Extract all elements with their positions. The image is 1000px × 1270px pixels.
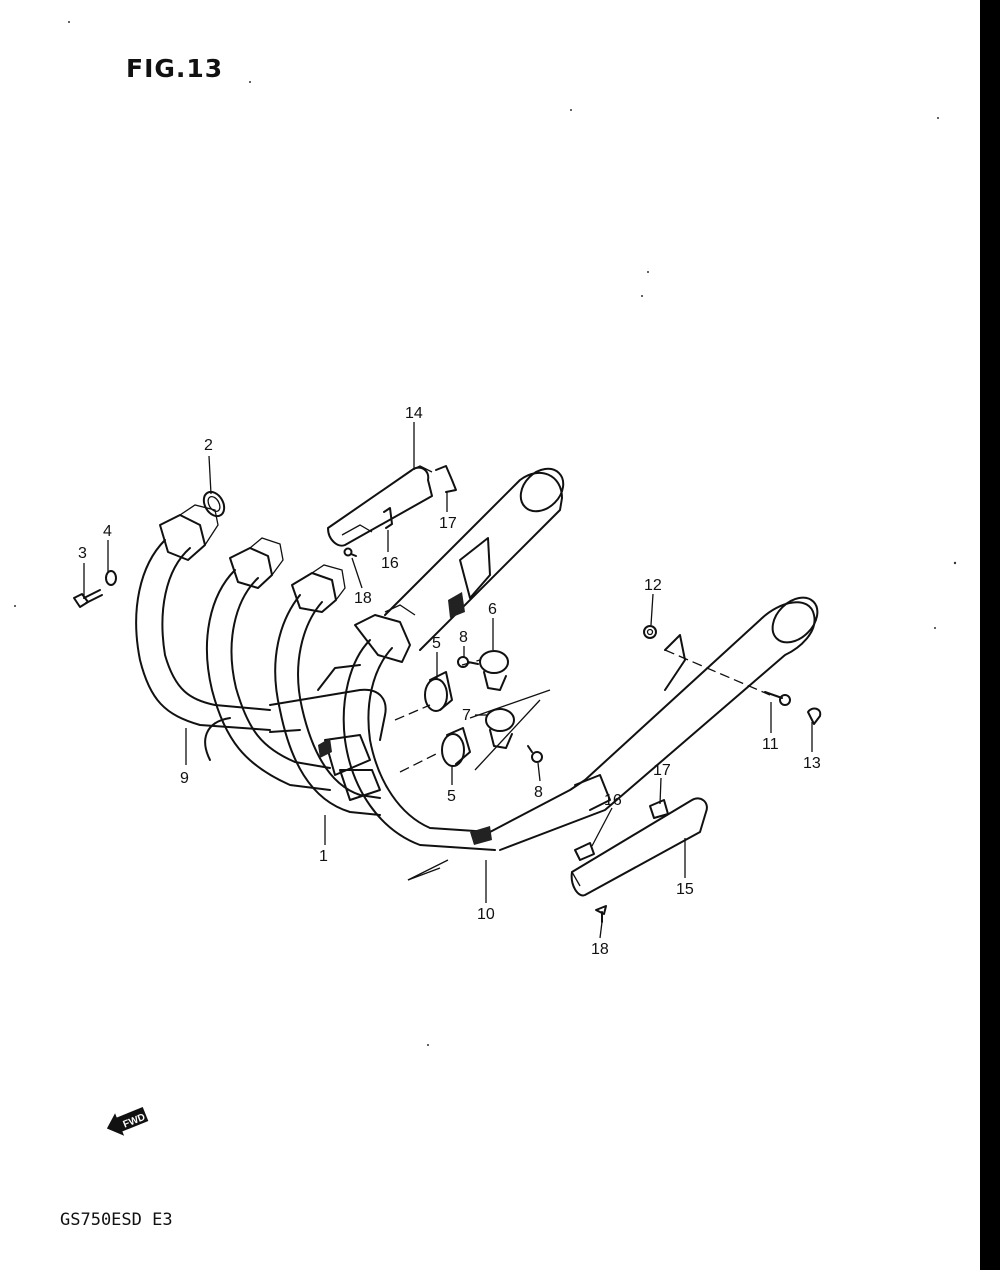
muffler-no10 xyxy=(470,596,819,851)
connector-ring-part-5-upper xyxy=(424,671,453,712)
exhaust-pipe-no1-front xyxy=(135,504,271,761)
callout-17-lower: 17 xyxy=(653,762,671,779)
heat-shield-part-14 xyxy=(327,465,433,547)
callout-14: 14 xyxy=(405,405,423,422)
callout-12: 12 xyxy=(644,577,662,594)
callout-8-lower: 8 xyxy=(534,784,543,801)
leader-lines xyxy=(83,422,813,939)
screw-part-18-upper xyxy=(343,547,357,557)
nut-part-12 xyxy=(643,625,657,639)
figure-title: FIG.13 xyxy=(126,54,224,83)
callout-16-lower: 16 xyxy=(604,792,622,809)
bolt-part-8-lower xyxy=(527,745,543,763)
callout-9: 9 xyxy=(180,770,189,787)
clip-part-17-lower xyxy=(649,799,669,819)
callout-16-upper: 16 xyxy=(381,555,399,572)
callout-10: 10 xyxy=(477,906,495,923)
callout-13: 13 xyxy=(803,755,821,772)
callout-18-lower: 18 xyxy=(591,941,609,958)
callout-5-upper: 5 xyxy=(432,635,441,652)
callout-15: 15 xyxy=(676,881,694,898)
gasket-part-2 xyxy=(202,490,226,518)
callout-7: 7 xyxy=(462,707,471,724)
collector-balance-tubes xyxy=(269,664,387,801)
screw-part-18-lower xyxy=(595,905,607,923)
callout-2: 2 xyxy=(204,437,213,454)
callout-6: 6 xyxy=(488,601,497,618)
scan-edge-bar xyxy=(980,0,1000,1270)
callout-3: 3 xyxy=(78,545,87,562)
clip-part-16-lower xyxy=(574,842,595,861)
callout-11: 11 xyxy=(762,736,779,753)
callout-18-upper: 18 xyxy=(354,590,372,607)
heat-shield-part-15 xyxy=(570,797,708,897)
callout-labels: 2 3 4 5 5 6 7 8 8 9 1 10 11 12 13 14 15 … xyxy=(78,405,821,958)
clamp-part-7 xyxy=(485,708,515,749)
exhaust-pipe-no4-with-muffler xyxy=(342,467,565,851)
bolt-part-3 xyxy=(73,589,103,608)
clip-part-16-upper xyxy=(383,507,393,529)
scan-speckles xyxy=(14,21,957,1046)
exhaust-pipe-no3 xyxy=(274,564,381,816)
connector-ring-part-5-lower xyxy=(441,727,471,767)
cap-part-13 xyxy=(807,707,822,725)
callout-5-lower: 5 xyxy=(447,788,456,805)
bolt-part-11 xyxy=(764,691,791,706)
model-code-label: GS750ESD E3 xyxy=(60,1210,173,1230)
clip-part-17-upper xyxy=(435,465,457,493)
washer-part-4 xyxy=(105,570,117,586)
callout-1: 1 xyxy=(319,848,328,865)
fwd-arrow-icon: FWD xyxy=(106,1107,149,1136)
bolt-part-8-upper xyxy=(457,656,479,668)
clamp-part-6 xyxy=(479,650,509,691)
exhaust-pipe-no2 xyxy=(206,537,331,791)
callout-17-upper: 17 xyxy=(439,515,457,532)
callout-4: 4 xyxy=(103,523,112,540)
callout-8-upper: 8 xyxy=(459,629,468,646)
